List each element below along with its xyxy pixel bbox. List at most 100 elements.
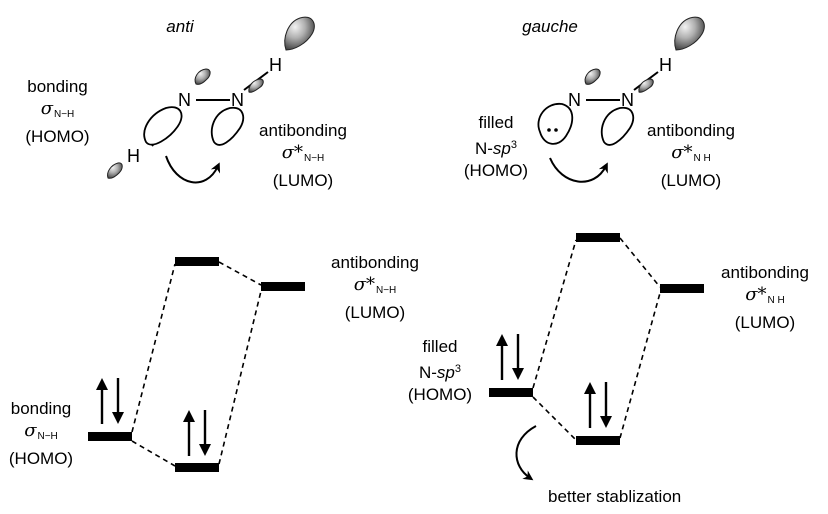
label-text: antibonding [647, 121, 735, 140]
sigma-star-term: σ*N−H [310, 274, 440, 302]
orbital-lobe-shaded [638, 78, 654, 93]
homo-label: (HOMO) [407, 385, 473, 404]
label-text: bonding [10, 399, 72, 418]
anti-mo-diagram [88, 257, 305, 472]
n-prefix: N- [474, 139, 493, 158]
sigma-subscript: N−H [304, 153, 325, 164]
label-text: filled [422, 337, 458, 356]
lumo-label: (LUMO) [660, 171, 722, 190]
anti-heading: anti [166, 17, 194, 36]
homo-label: (HOMO) [463, 161, 529, 180]
gauche-diagram-filled-label: filled N-sp3 (HOMO) [398, 336, 482, 406]
level-antibonding-combination [576, 233, 620, 242]
stabilization-caption: better stablization [548, 487, 682, 506]
correlation-line [619, 292, 661, 439]
orbital-lobe-shaded [584, 68, 601, 85]
sigma-subscript: N−H [37, 431, 58, 442]
sp-text: sp [492, 139, 511, 158]
donation-arrow [165, 155, 221, 184]
electron-up-arrow-head [96, 378, 108, 390]
sigma-star-nh-lobe [210, 106, 245, 146]
level-antibonding-combination [175, 257, 219, 266]
donation-arrow [549, 157, 608, 183]
atom-n: N [621, 90, 634, 110]
correlation-line [131, 263, 176, 433]
orbital-lobe-shaded [674, 16, 705, 51]
level-sigma-star-nh [660, 284, 704, 293]
gauche-heading: gauche [522, 17, 578, 36]
stabilization-arrow [515, 425, 537, 481]
correlation-line [218, 261, 262, 286]
sigma-term: σN−H [0, 420, 82, 448]
label-text: antibonding [721, 263, 809, 282]
sigma-term: σN−H [10, 98, 105, 126]
electron-down-arrow-head [112, 412, 124, 424]
electron-down-arrow-head [512, 368, 524, 380]
sigma-star-term: σ*N−H [238, 142, 368, 170]
level-lone-pair [489, 388, 533, 397]
gauche-diagram-antibonding-label: antibonding σ*N H (LUMO) [706, 262, 824, 334]
lumo-label: (LUMO) [734, 313, 796, 332]
lone-pair-lobe [537, 103, 574, 145]
electron-up-arrow-head [496, 334, 508, 346]
sigma-star-symbol: σ* [281, 142, 303, 163]
electron-up-arrow-head [584, 382, 596, 394]
sp-superscript: 3 [510, 139, 518, 151]
orbital-lobe-shaded [284, 16, 315, 51]
homo-label: (HOMO) [25, 127, 90, 146]
orbital-lobe-shaded [248, 78, 264, 93]
atom-n: N [178, 90, 191, 110]
homo-label: (HOMO) [8, 449, 74, 468]
sigma-subscript: N−H [376, 285, 397, 296]
anti-top-antibonding-label: antibonding σ*N−H (LUMO) [238, 120, 368, 192]
sp-text: sp [436, 363, 455, 382]
atom-h: H [127, 146, 140, 166]
orbital-lobe-shaded [107, 162, 123, 179]
atom-n: N [568, 90, 581, 110]
nsp3-term: N-sp3 [455, 134, 537, 160]
sigma-star-nh-lobe [600, 106, 635, 146]
correlation-line [619, 237, 661, 288]
label-text: bonding [27, 77, 88, 96]
label-text: antibonding [259, 121, 347, 140]
gauche-molecule [537, 16, 705, 183]
gauche-mo-diagram [489, 233, 704, 481]
level-bonding-combination [175, 463, 219, 472]
anti-top-bonding-label: bonding σN−H (HOMO) [10, 76, 105, 148]
sigma-star-symbol: σ* [671, 142, 693, 163]
correlation-line [218, 290, 262, 465]
atom-h: H [269, 55, 282, 75]
sigma-subscript: N H [693, 153, 711, 164]
sigma-star-symbol: σ* [745, 284, 767, 305]
sp-superscript: 3 [454, 363, 462, 375]
level-sigma-nh [88, 432, 132, 441]
sigma-star-term: σ*N H [706, 284, 824, 312]
anti-molecule [107, 16, 315, 184]
sigma-symbol: σ [40, 98, 53, 119]
sigma-symbol: σ [24, 420, 37, 441]
label-text: antibonding [331, 253, 419, 272]
correlation-line [131, 440, 176, 467]
correlation-line [532, 396, 577, 441]
anti-diagram-bonding-label: bonding σN−H (HOMO) [0, 398, 82, 470]
lone-pair-dot [554, 128, 558, 132]
nsp3-term: N-sp3 [398, 358, 482, 384]
gauche-top-antibonding-label: antibonding σ*N H (LUMO) [626, 120, 756, 192]
n-prefix: N- [418, 363, 437, 382]
anti-diagram-antibonding-label: antibonding σ*N−H (LUMO) [310, 252, 440, 324]
electron-down-arrow-head [199, 444, 211, 456]
gauche-top-filled-label: filled N-sp3 (HOMO) [455, 112, 537, 182]
atom-n: N [231, 90, 244, 110]
correlation-line [532, 239, 577, 389]
lumo-label: (LUMO) [344, 303, 406, 322]
atom-h: H [659, 55, 672, 75]
orbital-lobe-shaded [194, 68, 211, 85]
sigma-subscript: N−H [54, 109, 75, 120]
lumo-label: (LUMO) [272, 171, 334, 190]
sigma-subscript: N H [767, 295, 785, 306]
electron-down-arrow-head [600, 416, 612, 428]
sigma-nh-lobe [143, 106, 183, 146]
level-bonding-combination [576, 436, 620, 445]
